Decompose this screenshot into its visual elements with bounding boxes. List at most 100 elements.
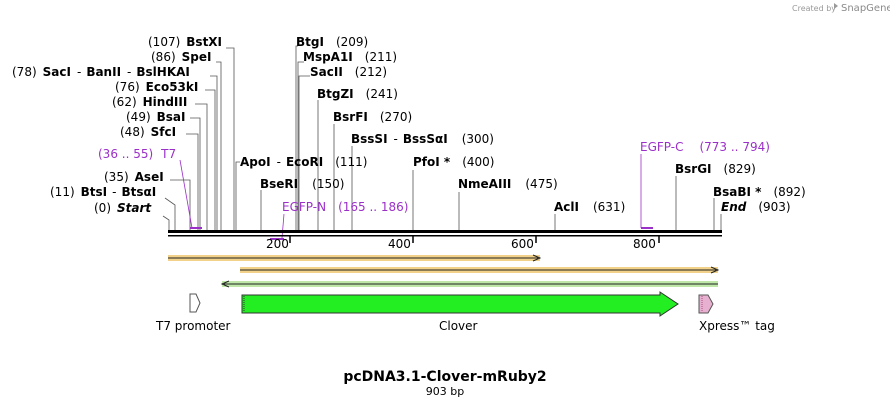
site-name: Start: [117, 201, 152, 215]
sequence-backbone-lower: [168, 235, 722, 237]
site-name: EcoRI: [286, 155, 323, 169]
primer-range: (165 .. 186): [338, 200, 408, 214]
site-num: (111): [335, 155, 367, 169]
leader-bsai: [190, 117, 201, 230]
leader-mspa1i: [297, 61, 304, 230]
site-name: BstXI: [186, 35, 222, 49]
site-num: (400): [462, 155, 494, 169]
site-name: SacII: [310, 65, 343, 79]
site-bstxi-label: (107) BstXI: [148, 35, 222, 49]
features: T7 promoter Clover Xpress™ tag: [155, 291, 775, 333]
site-name: BtsI: [81, 185, 108, 199]
site-num: (829): [724, 162, 756, 176]
restriction-site-labels: (0) Start (11)BtsI-BtsαI (35)AseI (48)Sfc…: [12, 35, 806, 215]
site-name: SfcI: [151, 125, 176, 139]
orf-3-arrowhead: [220, 280, 230, 288]
site-saci-label: (78)SacI-BanII-BslHKAI: [12, 65, 190, 79]
sequence-backbone: [168, 230, 722, 233]
site-name: End: [721, 200, 747, 214]
primer-range: (36 .. 55): [98, 147, 153, 161]
leader-spei: [216, 61, 222, 230]
leader-hindiii: [195, 103, 208, 230]
site-name: BsrGI: [675, 162, 712, 176]
site-name: BsrFI: [333, 110, 368, 124]
site-sfci-label: (48)SfcI: [120, 125, 176, 139]
site-mspa1i-label: MspA1I(211): [303, 50, 397, 64]
site-num: (211): [365, 50, 397, 64]
ruler-label-600: 600: [511, 237, 534, 251]
site-num: (892): [773, 185, 805, 199]
site-name: BslHKAI: [136, 65, 190, 79]
leader-sacii: [298, 75, 310, 230]
primer-range: (773 .. 794): [699, 140, 769, 154]
site-num: (62): [112, 95, 137, 109]
site-name: BssSαI: [403, 132, 448, 146]
feature-t7-promoter-label: T7 promoter: [155, 319, 231, 333]
site-acli-label: AclI(631): [554, 200, 625, 214]
site-num: (903): [758, 200, 790, 214]
site-btgi-label: BtgI (209): [296, 35, 368, 49]
leader-bstxi: [226, 47, 235, 230]
map-length: 903 bp: [426, 385, 464, 398]
primer-name: EGFP-C: [640, 140, 683, 154]
site-sep: -: [277, 155, 281, 169]
site-bsssi-label: BssSI-BssSαI(300): [351, 132, 494, 146]
site-end-label: End (903): [721, 200, 791, 214]
site-name: BssSI: [351, 132, 388, 146]
site-sep: -: [394, 132, 398, 146]
orf-tracks: [168, 254, 720, 288]
orf-2-arrowhead: [710, 266, 720, 274]
site-name: NmeAIII: [458, 177, 511, 191]
site-num: (78): [12, 65, 37, 79]
site-leader-lines: [162, 45, 722, 230]
primer-name: EGFP-N: [282, 200, 326, 214]
primer-labels: (36 .. 55) T7 EGFP-N (165 .. 186) EGFP-C (7…: [98, 140, 770, 240]
site-btgzi-label: BtgZI(241): [317, 87, 398, 101]
site-start-label: (0) Start: [94, 201, 152, 215]
primer-egfpn-leader: [281, 213, 285, 239]
site-num: (0): [94, 201, 111, 215]
leader-asei: [170, 179, 191, 230]
leader-start: [162, 215, 170, 230]
site-bsrfi-label: BsrFI(270): [333, 110, 412, 124]
site-bsai-label: (49)BsaI: [126, 110, 186, 124]
primer-egfpc-label: EGFP-C (773 .. 794): [640, 140, 770, 154]
brand-prefix: Created by: [792, 4, 836, 13]
site-num: (631): [593, 200, 625, 214]
site-num: (209): [336, 35, 368, 49]
site-num: (86): [151, 50, 176, 64]
site-bseri-label: BseRI(150): [260, 177, 344, 191]
site-name: PfoI *: [413, 155, 451, 169]
site-eco53ki-label: (76)Eco53kI: [115, 80, 198, 94]
site-sep: -: [127, 65, 131, 79]
feature-t7-promoter-arrow: [189, 293, 201, 313]
site-spei-label: (86) SpeI: [151, 50, 211, 64]
site-name: SpeI: [182, 50, 212, 64]
leader-btsi: [164, 197, 176, 230]
site-name: BseRI: [260, 177, 298, 191]
ruler-label-200: 200: [266, 237, 289, 251]
site-asei-label: (35)AseI: [104, 170, 164, 184]
site-btsi-label: (11)BtsI-BtsαI: [50, 185, 156, 199]
snapgene-logo-icon: [834, 3, 838, 9]
site-name: BtsαI: [121, 185, 156, 199]
site-name: SacI: [43, 65, 71, 79]
site-name: AseI: [135, 170, 164, 184]
primer-t7-label: (36 .. 55) T7: [98, 147, 176, 161]
orf-1-arrowhead: [532, 254, 542, 262]
site-name: BanII: [86, 65, 121, 79]
site-num: (49): [126, 110, 151, 124]
site-name: BtgI: [296, 35, 324, 49]
primer-name: T7: [160, 147, 176, 161]
feature-xpress-tag-arrow: [698, 294, 714, 314]
site-nmeaiii-label: NmeAIII(475): [458, 177, 558, 191]
leader-ecori: [235, 161, 240, 230]
site-num: (107): [148, 35, 180, 49]
feature-clover-label: Clover: [439, 319, 478, 333]
site-num: (76): [115, 80, 140, 94]
ruler-label-800: 800: [633, 237, 656, 251]
site-name: HindIII: [143, 95, 188, 109]
snapgene-branding: Created by SnapGene: [792, 3, 890, 14]
leader-btgi: [295, 45, 298, 230]
